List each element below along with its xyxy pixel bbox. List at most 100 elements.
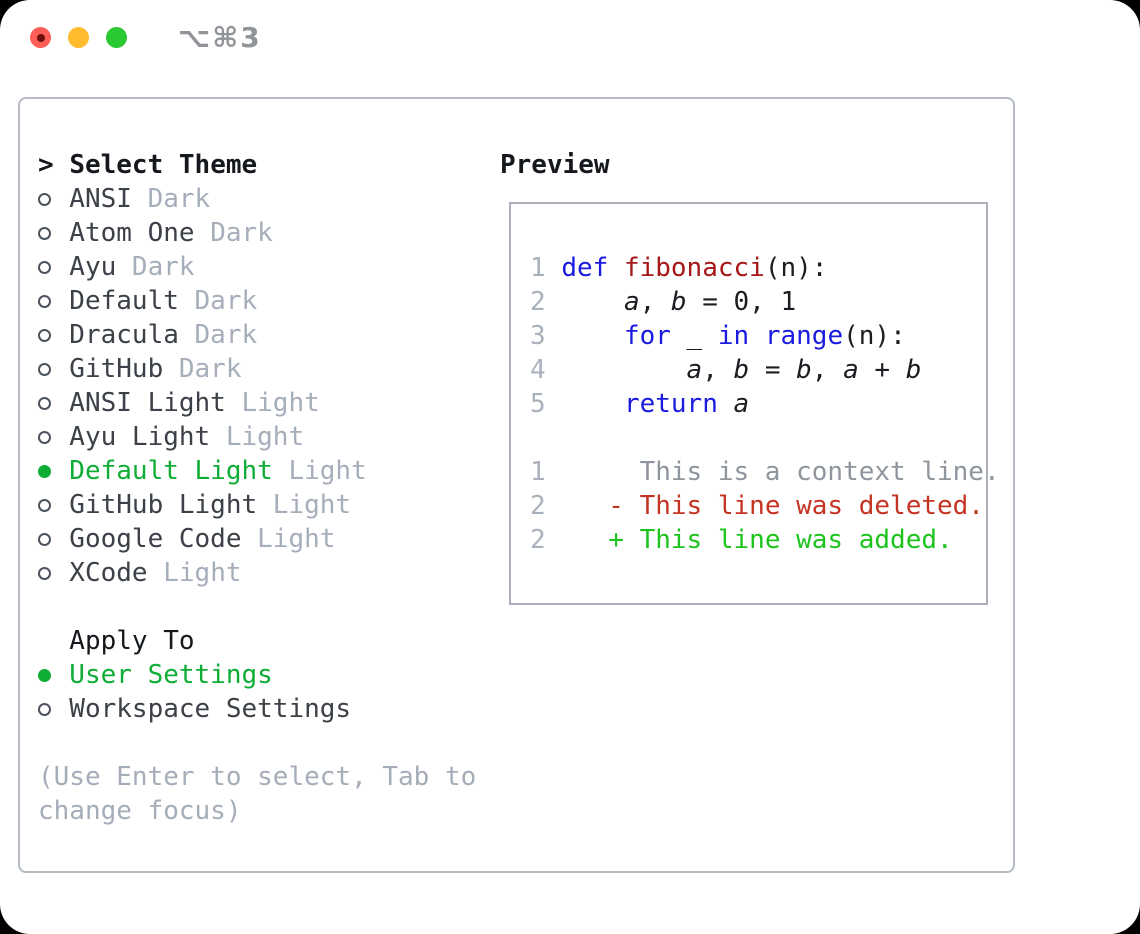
theme-option[interactable]: Google Code Light	[38, 522, 500, 556]
close-button[interactable]	[30, 27, 51, 48]
theme-name: Default Light	[69, 456, 273, 486]
theme-variant-badge: Dark	[131, 252, 195, 282]
theme-option[interactable]: GitHub Light Light	[38, 488, 500, 522]
theme-variant-badge: Dark	[194, 320, 258, 350]
code-token: a	[843, 355, 859, 385]
code-token: ,	[702, 355, 734, 385]
apply-option[interactable]: Workspace Settings	[38, 692, 500, 726]
spacer	[38, 590, 500, 624]
radio-icon	[38, 556, 54, 590]
hint-text: (Use Enter to select, Tab to change focu…	[38, 760, 500, 828]
code-token	[561, 389, 624, 419]
code-token: b	[905, 355, 922, 385]
code-token: fibonacci	[623, 253, 765, 283]
diff-preview: 1 This is a context line.2 - This line w…	[530, 455, 1000, 557]
code-token	[718, 389, 734, 419]
theme-list: ANSI Dark Atom One Dark Ayu Dark Default…	[38, 182, 500, 590]
code-token: a	[623, 287, 640, 317]
theme-dialog: > Select Theme ANSI Dark Atom One Dark A…	[18, 97, 1015, 873]
code-token: + This line was added.	[608, 525, 953, 555]
theme-option[interactable]: Ayu Dark	[38, 250, 500, 284]
radio-icon	[38, 182, 54, 216]
prompt-caret-icon: >	[38, 150, 54, 180]
theme-variant-badge: Light	[225, 422, 305, 452]
theme-name: Ayu Light	[69, 422, 211, 452]
code-token: +	[858, 355, 906, 385]
theme-name: Ayu	[69, 252, 117, 282]
code-token: a	[733, 389, 750, 419]
theme-option[interactable]: GitHub Dark	[38, 352, 500, 386]
titlebar: ⌥⌘3	[0, 0, 1140, 75]
code-token	[608, 253, 624, 283]
apply-option-label: Workspace Settings	[69, 694, 352, 724]
line-number: 4	[530, 355, 546, 385]
radio-icon	[38, 216, 54, 250]
radio-selected-icon	[38, 658, 54, 692]
window-title: ⌥⌘3	[178, 21, 262, 54]
apply-to-options: User Settings Workspace Settings	[38, 658, 500, 726]
code-token: This is a context line.	[561, 457, 1000, 487]
code-line: 2 a, b = 0, 1	[530, 285, 986, 319]
minimize-button[interactable]	[68, 27, 89, 48]
theme-name: GitHub	[69, 354, 164, 384]
theme-variant-badge: Light	[241, 388, 320, 418]
theme-name: Google Code	[69, 524, 242, 554]
theme-name: ANSI	[69, 184, 132, 214]
code-token	[561, 287, 624, 317]
code-token: _	[670, 321, 718, 351]
code-token	[561, 321, 624, 351]
code-line: 4 a, b = b, a + b	[530, 353, 986, 387]
radio-icon	[38, 692, 54, 726]
select-theme-header: > Select Theme	[38, 148, 500, 182]
theme-name: XCode	[69, 558, 148, 588]
diff-line: 2 - This line was deleted.	[530, 489, 986, 523]
theme-option[interactable]: Dracula Dark	[38, 318, 500, 352]
code-token	[561, 355, 686, 385]
code-token: (n):	[843, 321, 906, 351]
theme-name: Dracula	[69, 320, 179, 350]
theme-option[interactable]: Default Light Light	[38, 454, 500, 488]
code-token	[561, 491, 608, 521]
code-token: a	[686, 355, 703, 385]
theme-variant-badge: Light	[288, 456, 367, 486]
theme-option[interactable]: Ayu Light Light	[38, 420, 500, 454]
code-token: (n):	[764, 253, 828, 283]
theme-option[interactable]: ANSI Dark	[38, 182, 500, 216]
preview-title: Preview	[500, 150, 610, 180]
radio-icon	[38, 284, 54, 318]
apply-option-label: User Settings	[69, 660, 273, 690]
radio-icon	[38, 352, 54, 386]
theme-option[interactable]: Default Dark	[38, 284, 500, 318]
line-number: 2	[530, 287, 546, 317]
theme-variant-badge: Dark	[178, 354, 242, 384]
theme-option[interactable]: Atom One Dark	[38, 216, 500, 250]
code-token: in	[717, 321, 750, 351]
code-token: ,	[639, 287, 671, 317]
theme-option[interactable]: XCode Light	[38, 556, 500, 590]
theme-variant-badge: Dark	[210, 218, 273, 248]
apply-to-header: Apply To	[69, 626, 195, 656]
code-line: 3 for _ in range(n):	[530, 319, 986, 353]
theme-variant-badge: Dark	[147, 184, 211, 214]
code-token: b	[796, 355, 812, 385]
line-number: 5	[530, 389, 546, 419]
code-token: range	[764, 321, 844, 351]
diff-line: 1 This is a context line.	[530, 455, 1000, 489]
code-token: b	[733, 355, 750, 385]
line-number: 1	[530, 457, 546, 487]
radio-icon	[38, 420, 54, 454]
theme-name: ANSI Light	[69, 388, 226, 418]
code-line: 5 return a	[530, 387, 986, 421]
theme-option[interactable]: ANSI Light Light	[38, 386, 500, 420]
code-token	[749, 321, 765, 351]
select-theme-label: Select Theme	[69, 150, 258, 180]
code-token: ,	[811, 355, 844, 385]
maximize-button[interactable]	[106, 27, 127, 48]
theme-name: Default	[69, 286, 179, 316]
radio-icon	[38, 522, 54, 556]
theme-variant-badge: Light	[257, 524, 336, 554]
apply-option[interactable]: User Settings	[38, 658, 500, 692]
